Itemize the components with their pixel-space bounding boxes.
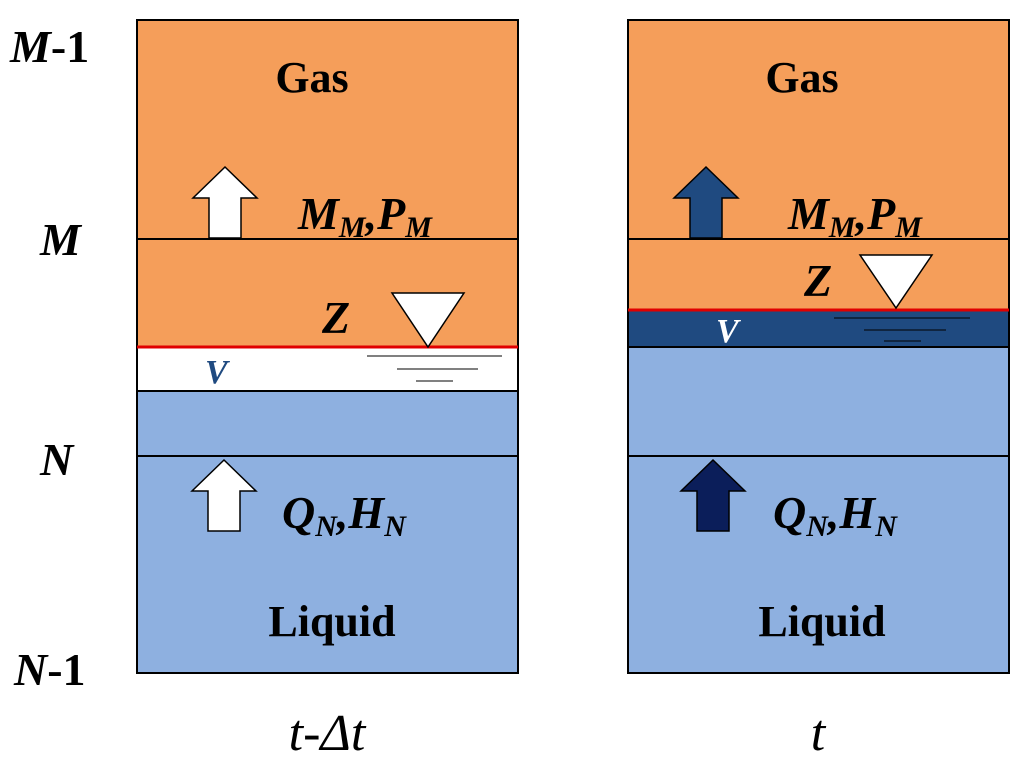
up-arrow-icon — [679, 458, 747, 532]
v-label-right: V — [716, 313, 741, 350]
liquid-vars-left: QN,HN — [282, 487, 407, 543]
up-arrow-icon — [190, 458, 258, 532]
gas-region-right — [628, 20, 1009, 310]
z-label-right: Z — [803, 255, 832, 306]
up-arrow-icon — [191, 165, 259, 239]
panel-right: Gas MM,PM Z V QN,HN Liquid t — [627, 19, 1010, 762]
time-label-right: t — [811, 705, 827, 762]
v-cell-right — [628, 310, 1009, 347]
up-arrow-icon — [672, 165, 740, 239]
row-label-n: N — [39, 434, 75, 485]
panel-left: Gas MM,PM Z V QN,HN Liquid t-Δt — [136, 19, 519, 762]
liquid-vars-right: QN,HN — [773, 487, 898, 543]
row-label-m: M — [39, 214, 83, 265]
gas-label-left: Gas — [275, 53, 348, 102]
z-label-left: Z — [321, 292, 350, 343]
water-level-triangle-icon — [390, 292, 466, 349]
gas-label-right: Gas — [765, 53, 838, 102]
gas-vars-left: MM,PM — [297, 188, 433, 244]
liquid-label-left: Liquid — [268, 597, 395, 646]
row-label-m-minus-1: M-1 — [9, 21, 89, 72]
v-label-left: V — [205, 354, 230, 391]
time-label-left: t-Δt — [289, 705, 367, 762]
liquid-label-right: Liquid — [758, 597, 885, 646]
row-label-n-minus-1: N-1 — [13, 644, 86, 695]
water-level-triangle-icon — [858, 254, 934, 310]
gas-vars-right: MM,PM — [787, 188, 923, 244]
liquid-region-left — [137, 391, 518, 673]
liquid-region-right — [628, 347, 1009, 673]
